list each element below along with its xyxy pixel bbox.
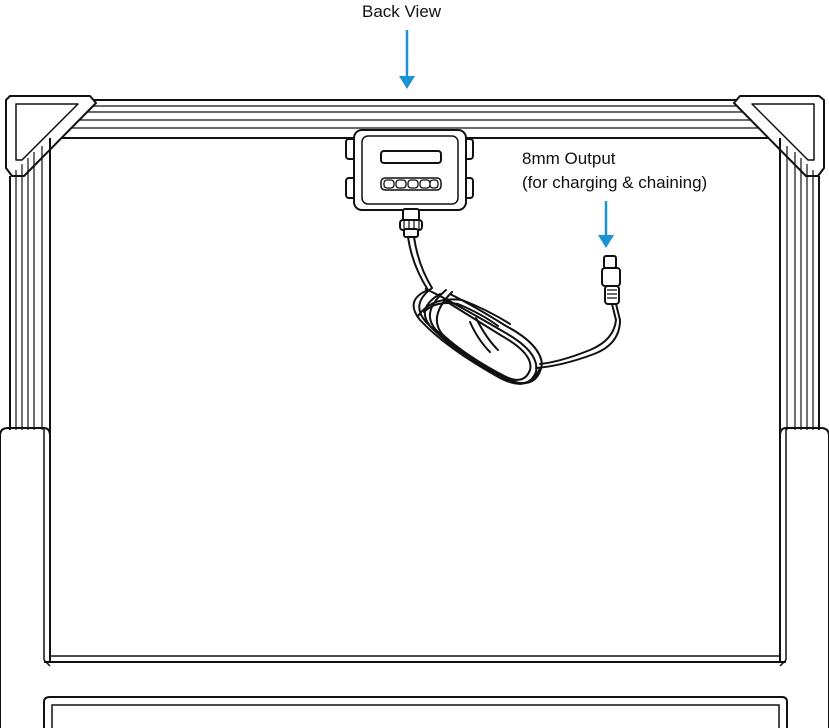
arrow-down-icon: [399, 30, 415, 89]
8mm-connector: [602, 256, 620, 304]
back-view-label: Back View: [362, 0, 441, 24]
output-cable: [408, 237, 620, 384]
junction-box: [346, 130, 473, 210]
left-leg: [0, 428, 50, 728]
output-label-line1: 8mm Output: [522, 147, 707, 171]
lower-cross-bar: [44, 697, 787, 728]
output-label-line2: (for charging & chaining): [522, 171, 707, 195]
bottom-frame-rail: [44, 656, 786, 662]
output-label: 8mm Output (for charging & chaining): [522, 147, 707, 195]
right-leg: [780, 428, 829, 728]
cable-gland: [400, 209, 422, 237]
arrow-down-icon: [598, 201, 614, 248]
